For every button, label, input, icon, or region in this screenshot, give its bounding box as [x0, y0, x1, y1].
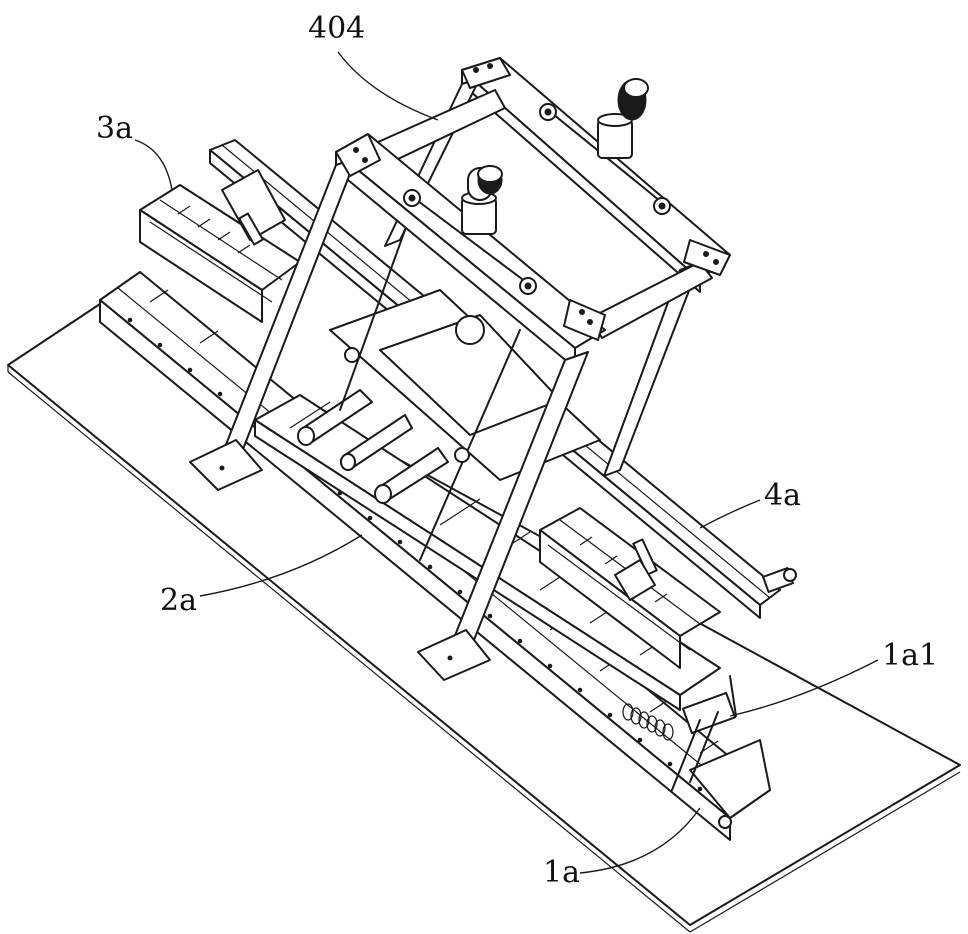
label-1a: 1a	[543, 855, 580, 890]
label-1a1: 1a1	[882, 638, 938, 673]
leader-404	[338, 52, 438, 120]
label-3a: 3a	[96, 111, 133, 146]
motor-front	[462, 166, 502, 234]
leader-3a	[135, 140, 172, 190]
label-404: 404	[308, 11, 365, 46]
motor-rear	[598, 79, 648, 158]
label-2a: 2a	[160, 583, 197, 618]
label-4a: 4a	[764, 478, 801, 513]
leader-4a	[700, 500, 760, 528]
